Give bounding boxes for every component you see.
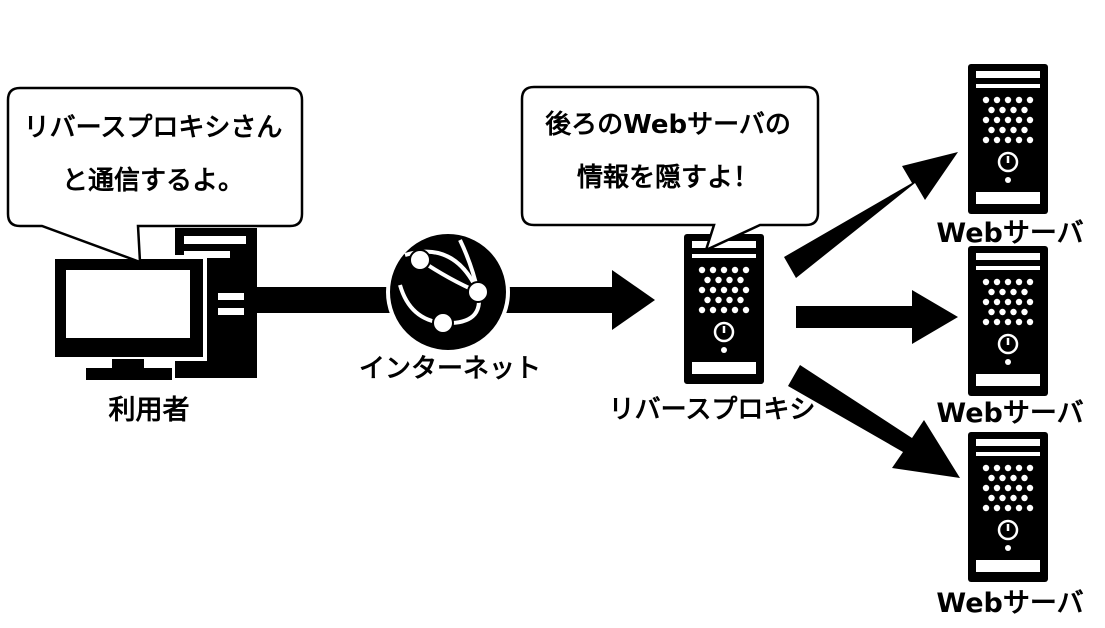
web-server-2-icon [966,246,1050,396]
proxy-speech-line2: 情報を隠すよ！ [577,163,759,193]
proxy-label: リバースプロキシ [609,395,816,425]
user-speech-bubble: リバースプロキシさん と通信するよ。 [6,86,304,264]
user-label: 利用者 [109,395,190,426]
internet-globe-icon [386,230,510,354]
proxy-server-icon [682,234,766,384]
proxy-speech-bubble: 後ろのWebサーバの 情報を隠すよ！ [520,85,820,253]
arrow-proxy-to-server-2 [796,290,958,344]
user-computer-icon [51,228,257,380]
internet-label: インターネット [359,354,541,384]
web-server-1-label: Webサーバ [936,218,1083,249]
web-server-3-label: Webサーバ [936,588,1083,619]
user-speech-line1: リバースプロキシさん [24,113,283,143]
user-speech-line2: と通信するよ。 [62,166,244,196]
web-server-2-label: Webサーバ [936,398,1083,429]
web-server-3-icon [966,432,1050,582]
arrow-proxy-to-server-3 [788,365,960,478]
web-server-1-icon [966,64,1050,214]
proxy-speech-line1: 後ろのWebサーバの [545,109,791,140]
arrow-proxy-to-server-1 [784,152,958,278]
